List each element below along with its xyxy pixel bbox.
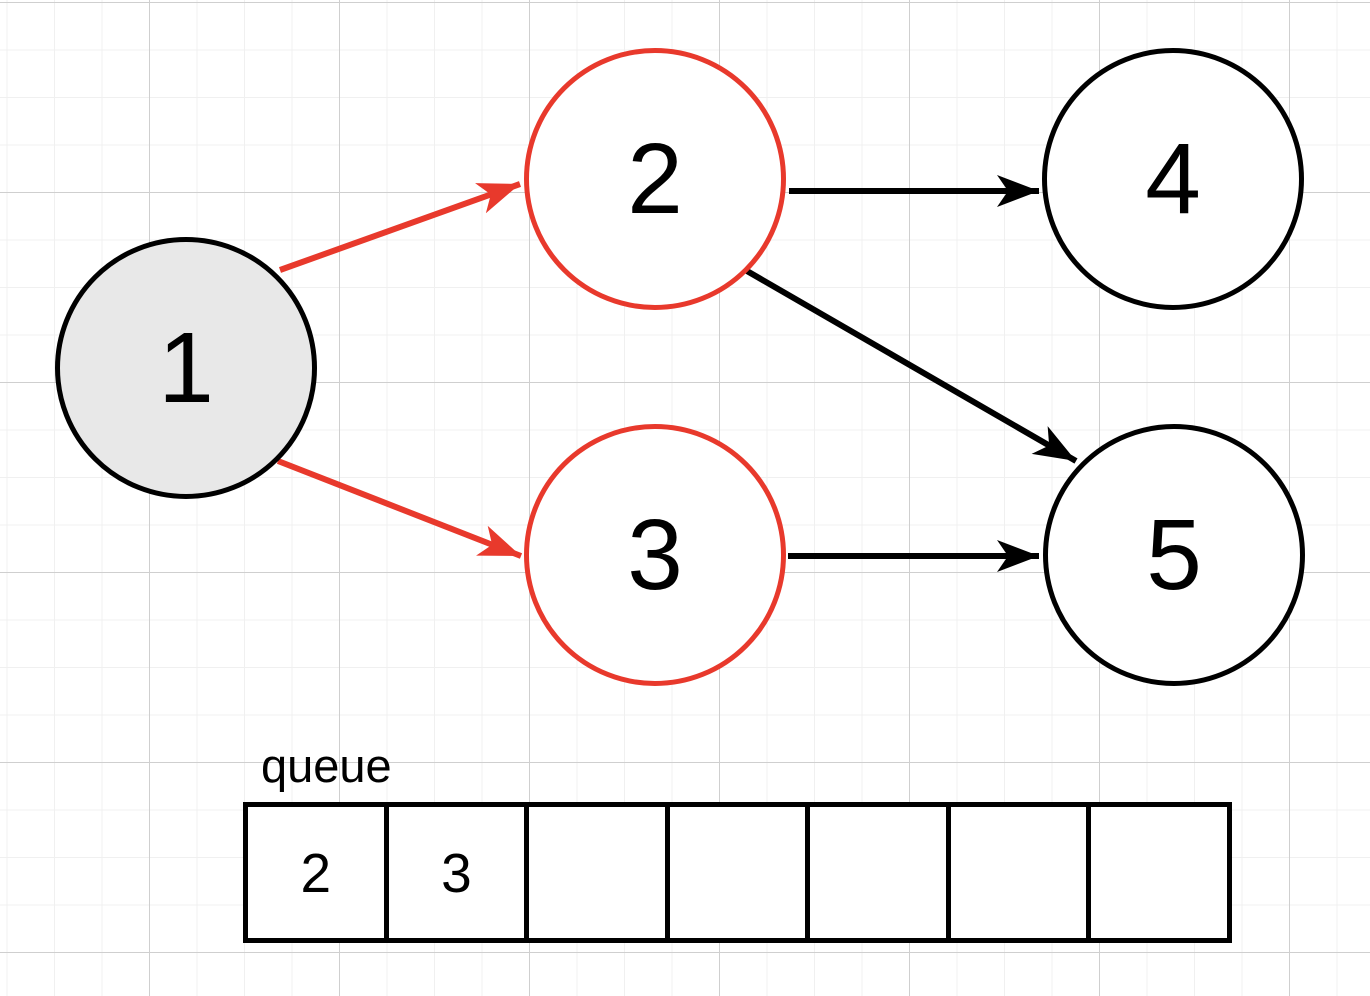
queue-array: 2 3 — [243, 802, 1232, 943]
node-5-label: 5 — [1146, 499, 1202, 611]
node-1-label: 1 — [158, 312, 214, 424]
graph-node-3: 3 — [524, 424, 786, 686]
node-3-label: 3 — [627, 499, 683, 611]
queue-cell-4 — [810, 807, 951, 938]
queue-label: queue — [261, 739, 392, 792]
graph-node-1: 1 — [55, 237, 317, 499]
graph-node-2: 2 — [524, 48, 786, 310]
queue-cell-5 — [951, 807, 1092, 938]
node-4-label: 4 — [1145, 123, 1201, 235]
edge-2-5-arrow — [745, 268, 1078, 464]
edge-1-2-arrow — [278, 181, 522, 273]
queue-cell-2 — [529, 807, 670, 938]
edge-1-3-arrow — [276, 458, 523, 559]
queue-cell-0: 2 — [248, 807, 389, 938]
queue-cell-3 — [670, 807, 811, 938]
graph-node-4: 4 — [1042, 48, 1304, 310]
queue-cell-1: 3 — [389, 807, 530, 938]
node-2-label: 2 — [627, 123, 683, 235]
queue-cell-6 — [1091, 807, 1227, 938]
graph-node-5: 5 — [1043, 424, 1305, 686]
